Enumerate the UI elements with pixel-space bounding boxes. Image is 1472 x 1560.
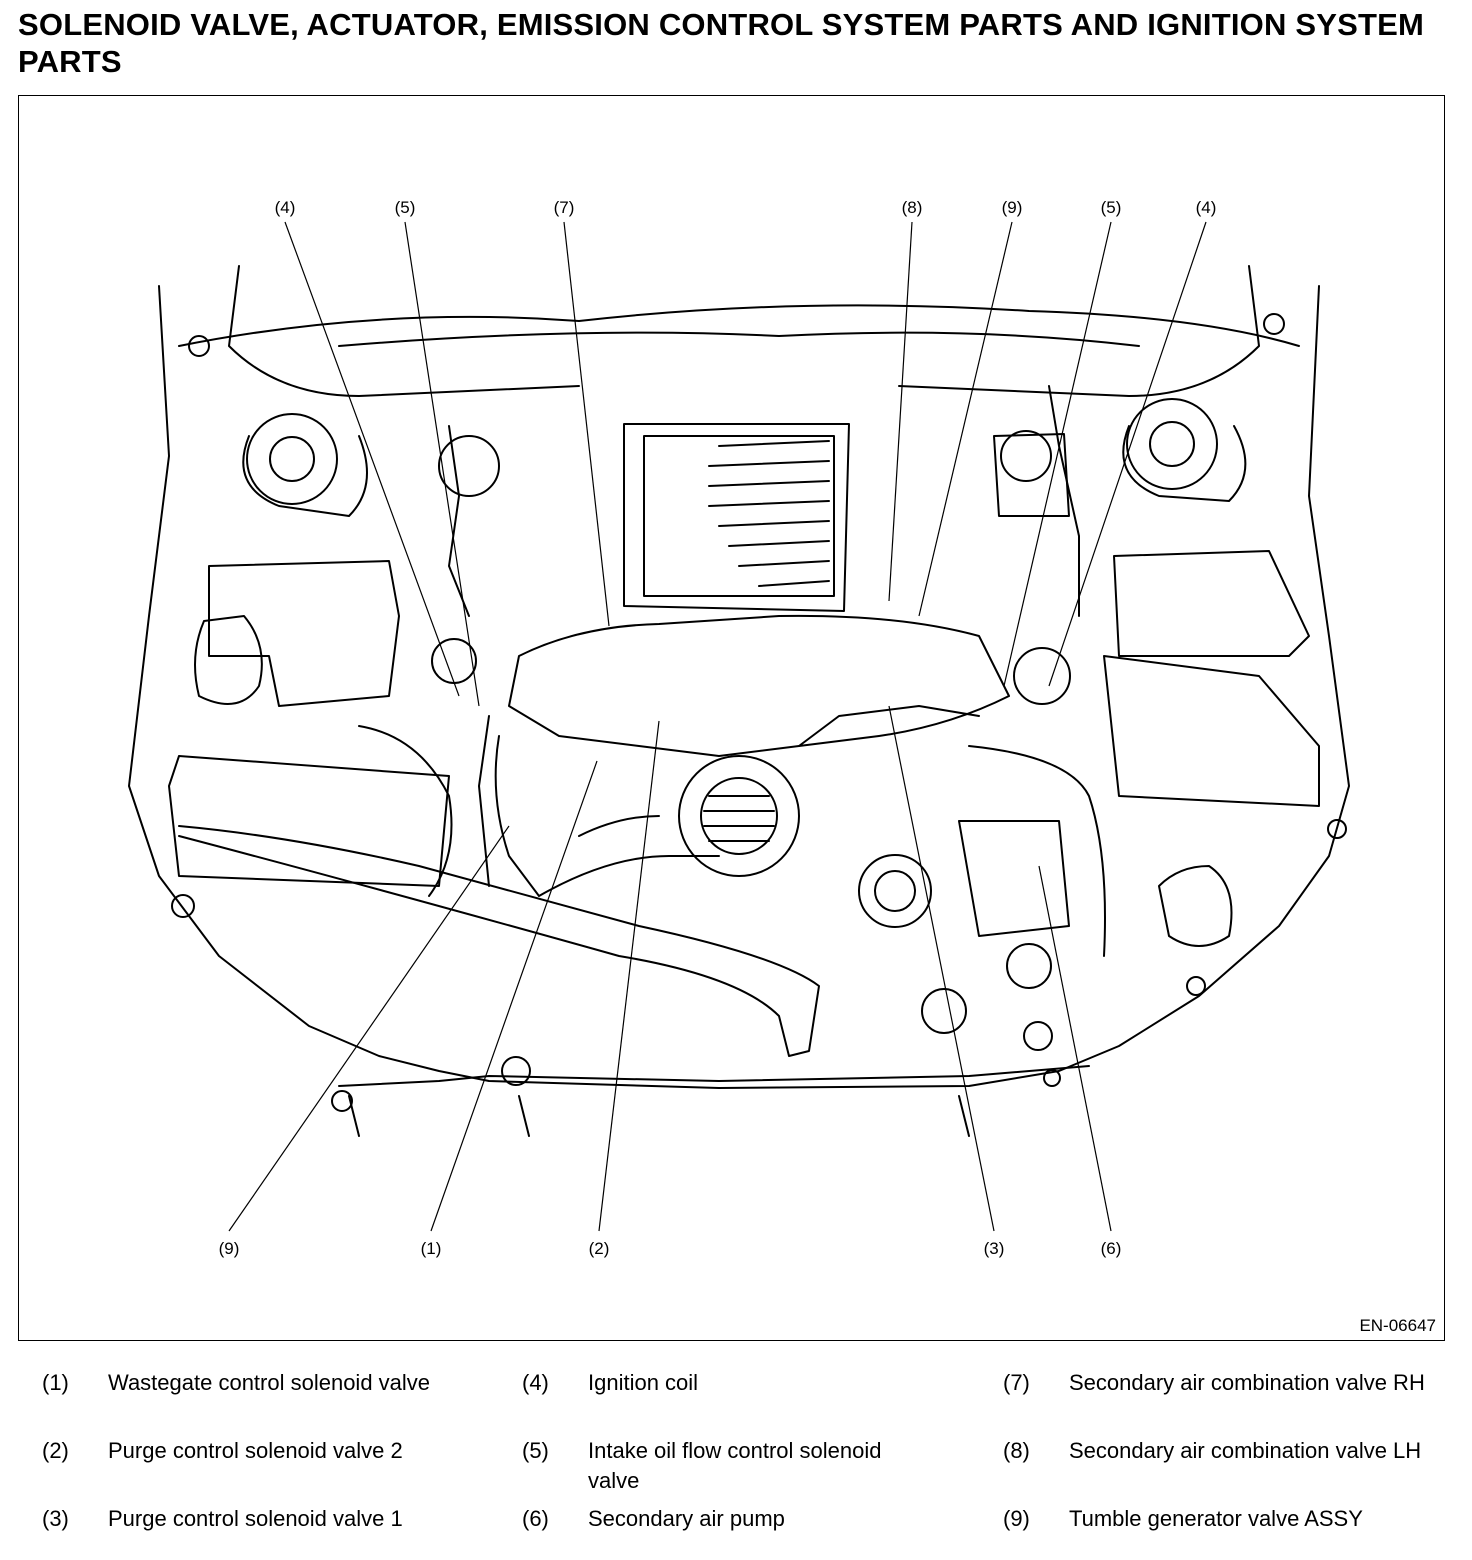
- legend-text: Purge control solenoid valve 1: [108, 1506, 403, 1531]
- legend-text: Intake oil flow control solenoid valve: [588, 1438, 882, 1493]
- parts-legend: (1) Wastegate control solenoid valve (2)…: [0, 1368, 1472, 1558]
- callout-top-7: (7): [554, 198, 575, 217]
- callout-top-4-right: (4): [1196, 198, 1217, 217]
- legend-number: (9): [1003, 1506, 1030, 1531]
- legend-number: (4): [522, 1370, 549, 1395]
- legend-text: Secondary air combination valve LH: [1069, 1438, 1422, 1463]
- legend-number: (1): [42, 1370, 69, 1395]
- legend-text: Secondary air pump: [588, 1506, 785, 1531]
- figure-code: EN-06647: [1359, 1316, 1436, 1335]
- legend-text: Tumble generator valve ASSY: [1069, 1506, 1363, 1531]
- callout-top-8: (8): [902, 198, 923, 217]
- callout-bottom-1: (1): [421, 1239, 442, 1258]
- legend-text: Wastegate control solenoid valve: [108, 1370, 431, 1395]
- callout-bottom-2: (2): [589, 1239, 610, 1258]
- diagram-frame: (4) (5) (7) (8) (9) (5) (4) (9) (1) (2) …: [18, 95, 1445, 1341]
- legend-text: Ignition coil: [588, 1370, 699, 1395]
- legend-number: (3): [42, 1506, 69, 1531]
- callout-bottom-6: (6): [1101, 1239, 1122, 1258]
- callout-top-4-left: (4): [275, 198, 296, 217]
- page-title: SOLENOID VALVE, ACTUATOR, EMISSION CONTR…: [18, 7, 1425, 79]
- legend-text: Purge control solenoid valve 2: [108, 1438, 403, 1463]
- legend-text: Secondary air combination valve RH: [1069, 1370, 1425, 1395]
- legend-number: (2): [42, 1438, 69, 1463]
- callout-top-5-right: (5): [1101, 198, 1122, 217]
- legend-number: (5): [522, 1438, 549, 1463]
- callout-bottom-9: (9): [219, 1239, 240, 1258]
- engine-bay-illustration: (4) (5) (7) (8) (9) (5) (4) (9) (1) (2) …: [128, 198, 1350, 1258]
- callout-top-5-left: (5): [395, 198, 416, 217]
- callout-top-9: (9): [1002, 198, 1023, 217]
- legend-number: (6): [522, 1506, 549, 1531]
- legend-number: (8): [1003, 1438, 1030, 1463]
- legend-number: (7): [1003, 1370, 1030, 1395]
- callout-bottom-3: (3): [984, 1239, 1005, 1258]
